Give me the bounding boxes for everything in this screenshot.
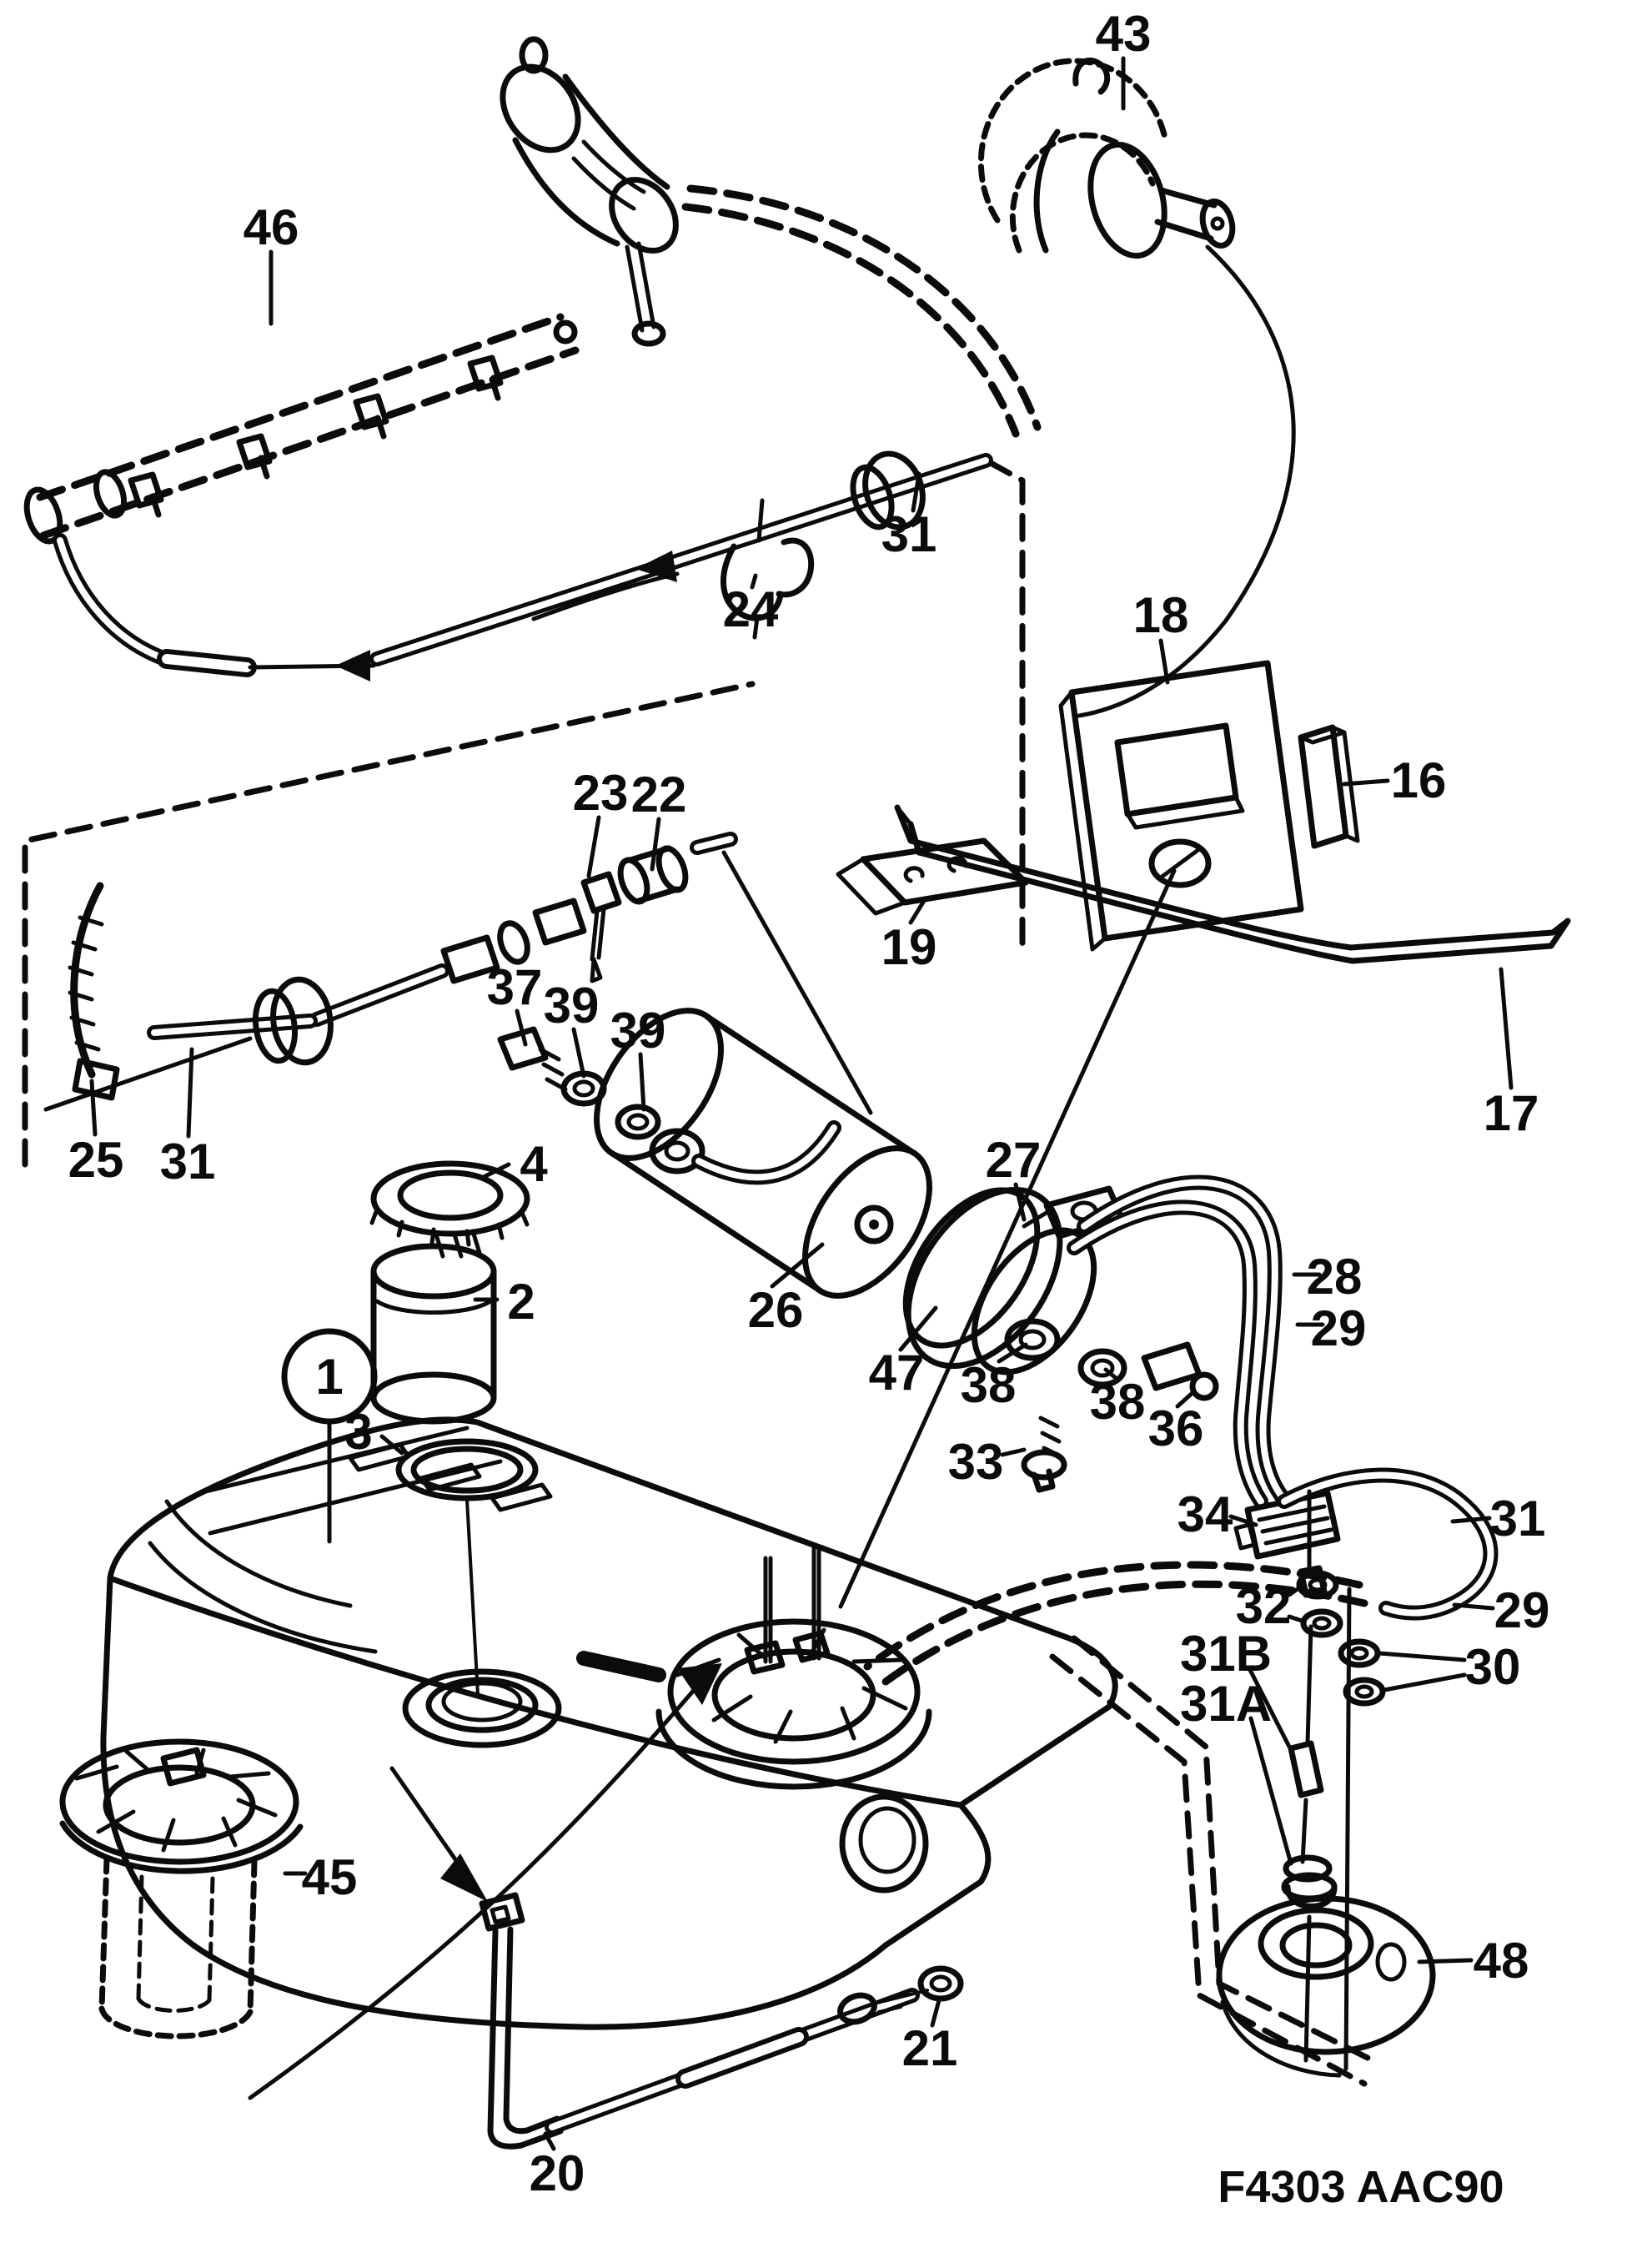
- part-label-4: 4: [520, 1136, 548, 1192]
- part-label-22: 22: [631, 767, 687, 822]
- part-label-23: 23: [573, 765, 629, 821]
- fittings-art: [309, 832, 873, 1115]
- part-label-45: 45: [302, 1849, 358, 1905]
- part-label-31A: 31A: [1180, 1676, 1272, 1732]
- filter-clamp-art: [902, 1185, 1219, 1493]
- cover-plate-art: [1058, 660, 1304, 952]
- fuel-tank-art: [100, 868, 1368, 2100]
- part-label-30: 30: [1465, 1639, 1521, 1695]
- part-label-39b: 39: [610, 1003, 666, 1059]
- part-label-27: 27: [986, 1132, 1042, 1188]
- part-label-25: 25: [68, 1132, 124, 1188]
- banjo-art: [497, 1026, 841, 1185]
- bracket-art: [836, 837, 1029, 916]
- part-label-46: 46: [244, 199, 299, 255]
- figure-code: F4303 AAC90: [1218, 2162, 1504, 2212]
- part-label-31B: 31B: [1180, 1626, 1272, 1682]
- fuel-rail-art: [23, 313, 580, 681]
- cable-tie-art: [43, 882, 253, 1112]
- part-label-31-top: 31: [881, 506, 937, 562]
- part-label-38a: 38: [961, 1357, 1017, 1413]
- part-label-34: 34: [1177, 1486, 1233, 1542]
- part-label-29a: 29: [1311, 1300, 1367, 1356]
- part-label-26: 26: [748, 1282, 804, 1338]
- part-label-29b: 29: [1494, 1582, 1550, 1638]
- feed-pipe-art: [369, 450, 993, 666]
- pad-art: [1298, 724, 1360, 849]
- part-label-20: 20: [530, 2145, 585, 2201]
- part-label-2: 2: [507, 1274, 535, 1330]
- part-label-28: 28: [1307, 1249, 1363, 1305]
- part-label-43: 43: [1096, 6, 1152, 62]
- part-label-47: 47: [869, 1345, 925, 1401]
- part-label-17: 17: [1484, 1085, 1539, 1141]
- part-label-39a: 39: [544, 978, 600, 1033]
- part-label-18: 18: [1133, 587, 1189, 643]
- part-label-33: 33: [948, 1434, 1004, 1490]
- part-label-24: 24: [723, 581, 779, 637]
- part-label-21: 21: [902, 2020, 958, 2076]
- sender-fittings-art: [1233, 1467, 1499, 2071]
- left-pipe-art: [147, 976, 334, 1066]
- strap-art: [389, 1766, 964, 2150]
- part-label-37: 37: [487, 959, 543, 1015]
- part-label-38b: 38: [1090, 1374, 1146, 1430]
- part-label-48: 48: [1474, 1933, 1529, 1989]
- dashed-boundary-lines: [22, 459, 1026, 1168]
- part-label-31-right: 31: [1490, 1491, 1546, 1546]
- balloon-circle-1: [281, 1328, 378, 1425]
- hose-28-29-art: [1067, 1174, 1292, 1509]
- part-label-1: 1: [315, 1349, 343, 1405]
- part-label-16: 16: [1391, 752, 1447, 808]
- part-label-19: 19: [881, 919, 937, 975]
- filter-art: [594, 1008, 932, 1299]
- support-bar-art: [894, 804, 1571, 964]
- leader-lines: [89, 56, 1514, 2151]
- damper-art: [500, 36, 1042, 438]
- pump-unit-art: [59, 1738, 304, 2039]
- grommet-art: [1049, 1635, 1436, 2087]
- part-label-36: 36: [1148, 1401, 1204, 1456]
- part-label-3: 3: [344, 1404, 372, 1460]
- part-label-32: 32: [1236, 1578, 1292, 1634]
- part-label-31-left: 31: [160, 1134, 216, 1189]
- regulator-art: [977, 58, 1296, 718]
